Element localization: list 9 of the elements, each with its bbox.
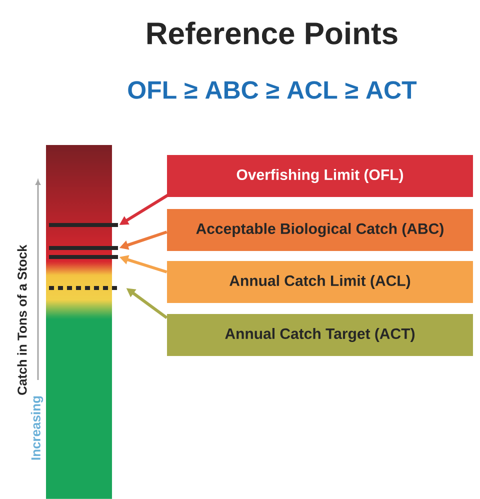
axis-label: Catch in Tons of a Stock xyxy=(17,244,27,395)
dotted-marker-line xyxy=(49,286,118,290)
label-band: Annual Catch Target (ACT) xyxy=(167,314,473,356)
axis-label: Increasing xyxy=(30,396,44,460)
title: Reference Points xyxy=(147,22,398,44)
label-band: Annual Catch Limit (ACL) xyxy=(167,261,473,303)
subtitle: OFL ≥ ABC ≥ ACL ≥ ACT xyxy=(128,81,417,99)
label-band: Acceptable Biological Catch (ABC) xyxy=(167,209,473,251)
label-band: Overfishing Limit (OFL) xyxy=(167,155,473,197)
